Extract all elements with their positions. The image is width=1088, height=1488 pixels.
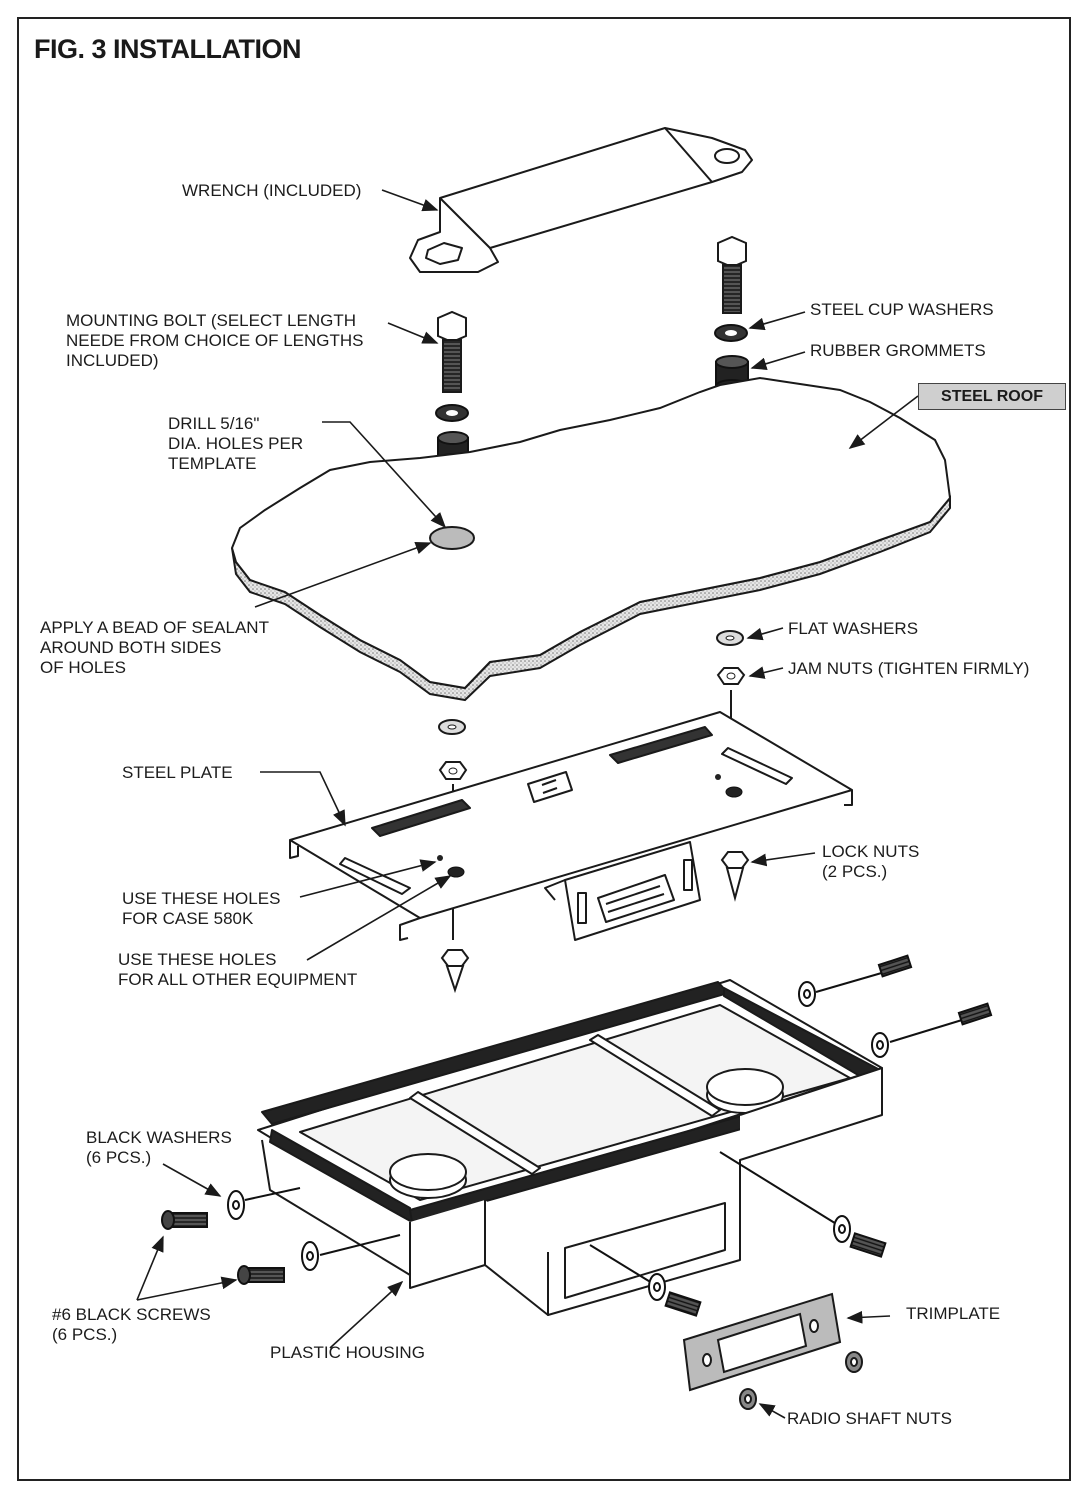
label-steel-plate: STEEL PLATE: [122, 763, 233, 782]
trimplate: [682, 1292, 842, 1392]
label-lock-nuts: LOCK NUTS (2 PCS.): [822, 842, 920, 881]
left-lock-nut: [440, 949, 470, 994]
label-black-screws: #6 BLACK SCREWS (6 PCS.): [52, 1305, 211, 1344]
label-sealant: APPLY A BEAD OF SEALANT AROUND BOTH SIDE…: [40, 618, 269, 677]
right-jam-nut: [716, 667, 746, 685]
left-roof-hole: [429, 526, 475, 550]
wrench: [409, 127, 753, 273]
label-mounting-bolt: MOUNTING BOLT (SELECT LENGTH NEEDE FROM …: [66, 311, 364, 370]
label-black-washers: BLACK WASHERS (6 PCS.): [86, 1128, 232, 1167]
label-holes-other: USE THESE HOLES FOR ALL OTHER EQUIPMENT: [118, 950, 358, 989]
label-wrench: WRENCH (INCLUDED): [182, 181, 362, 200]
label-trimplate: TRIMPLATE: [906, 1304, 1001, 1323]
right-lock-nut: [720, 851, 750, 902]
label-drill-holes: DRILL 5/16" DIA. HOLES PER TEMPLATE: [168, 414, 304, 473]
label-plastic-housing: PLASTIC HOUSING: [270, 1343, 425, 1362]
black-screw-2: [871, 1002, 993, 1058]
left-mounting-bolt: [437, 310, 467, 393]
label-radio-shaft-nuts: RADIO SHAFT NUTS: [787, 1409, 952, 1428]
right-mounting-bolt: [717, 235, 747, 314]
black-screw-6: [589, 1244, 702, 1317]
black-screw-1: [798, 954, 913, 1007]
steel-plate: [289, 711, 853, 941]
label-jam-nuts: JAM NUTS (TIGHTEN FIRMLY): [788, 659, 1030, 678]
plastic-housing: [257, 979, 883, 1316]
steel-roof: [230, 376, 952, 702]
figure-title: FIG. 3 INSTALLATION: [34, 34, 302, 64]
label-steel-roof: STEEL ROOF: [918, 383, 1066, 410]
black-screw-5: [719, 1151, 887, 1258]
left-jam-nut: [438, 761, 468, 780]
black-screw-4: [237, 1234, 401, 1285]
leader-lines: [136, 189, 919, 1419]
black-screw-3: [161, 1187, 301, 1230]
label-holes-580k: USE THESE HOLES FOR CASE 580K: [122, 889, 281, 928]
radio-shaft-nuts: [739, 1351, 863, 1410]
label-steel-cup-washers: STEEL CUP WASHERS: [810, 300, 994, 319]
figure-border: [17, 17, 1071, 1481]
label-rubber-grommets: RUBBER GROMMETS: [810, 341, 986, 360]
label-flat-washers: FLAT WASHERS: [788, 619, 919, 638]
